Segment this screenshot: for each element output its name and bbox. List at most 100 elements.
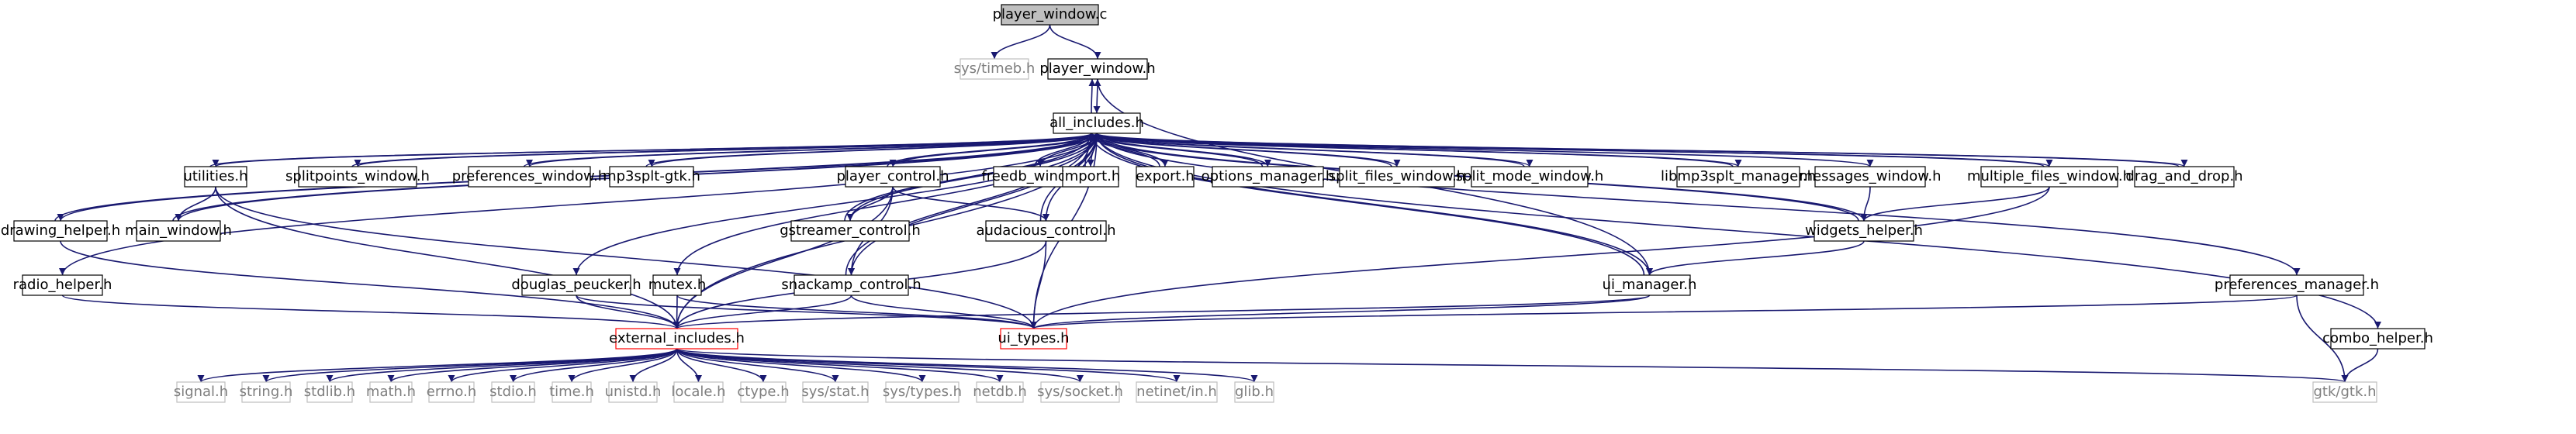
node-box	[652, 274, 702, 296]
edge-player_window_c-to-sys_timeb	[991, 24, 1051, 60]
node-box	[794, 274, 909, 296]
edge-layer	[54, 24, 2381, 383]
edge-multiple_files_window-to-ui_types	[1030, 186, 2050, 329]
edge-external_includes-to-sys_types	[676, 348, 926, 383]
node-box	[885, 381, 960, 403]
edge-ui_manager-to-all_includes	[1087, 133, 1645, 276]
node-preferences_window[interactable]: preferences_window.h	[452, 166, 607, 188]
node-ui_types[interactable]: ui_types.h	[998, 328, 1070, 350]
node-locale: locale.h	[671, 381, 726, 403]
node-libmp3splt_manager[interactable]: libmp3splt_manager.h	[1661, 166, 1816, 188]
node-player_window_h[interactable]: player_window.h	[1039, 58, 1156, 80]
node-splitpoints_window[interactable]: splitpoints_window.h	[285, 166, 430, 188]
edge-external_includes-to-time	[568, 348, 678, 383]
edge-all_includes-to-player_window_h	[1088, 78, 1096, 114]
node-import_h[interactable]: import.h	[1061, 166, 1121, 188]
node-label: ctype.h	[737, 384, 789, 400]
edge-split_files_window-to-all_includes	[1087, 133, 1392, 167]
node-box	[521, 274, 631, 296]
edge-widgets_helper-to-ui_manager	[1646, 240, 1865, 276]
node-box	[1136, 166, 1195, 188]
edge-external_includes-to-glib	[676, 348, 1258, 383]
node-netdb: netdb.h	[973, 381, 1027, 403]
node-external_includes[interactable]: external_includes.h	[609, 328, 745, 350]
node-mp3splt_gtk[interactable]: mp3splt-gtk.h	[603, 166, 700, 188]
node-stdlib: stdlib.h	[304, 381, 355, 403]
node-label: glib.h	[1235, 384, 1274, 400]
edge-external_includes-to-locale	[676, 348, 702, 383]
edge-all_includes-to-mutex	[673, 133, 1098, 276]
node-box	[176, 381, 226, 403]
node-label: split_files_window.h	[1329, 168, 1465, 184]
node-player_window_c[interactable]: player_window.c	[993, 4, 1108, 26]
node-export_h[interactable]: export.h	[1136, 166, 1195, 188]
node-label: audacious_control.h	[976, 222, 1115, 239]
node-gstreamer_control[interactable]: gstreamer_control.h	[780, 220, 921, 242]
node-box	[608, 381, 658, 403]
node-box	[369, 381, 413, 403]
edge-all_includes-to-radio_helper	[59, 133, 1098, 276]
node-label: player_window.c	[993, 6, 1108, 22]
node-box	[960, 58, 1029, 80]
edge-external_includes-to-errno	[448, 348, 678, 383]
node-label: stdlib.h	[304, 384, 355, 400]
node-options_manager[interactable]: options_manager.h	[1202, 166, 1335, 188]
node-box	[1040, 381, 1120, 403]
node-label: ui_manager.h	[1603, 277, 1697, 293]
node-split_files_window[interactable]: split_files_window.h	[1329, 166, 1465, 188]
edge-drag_and_drop-to-all_includes	[1088, 133, 2180, 167]
node-player_control[interactable]: player_control.h	[836, 166, 949, 188]
node-snackamp_control[interactable]: snackamp_control.h	[781, 274, 921, 296]
edge-ui_manager-to-ui_types	[1030, 294, 1651, 329]
node-box	[428, 381, 475, 403]
edge-external_includes-to-stdio	[510, 348, 678, 383]
node-box	[740, 381, 787, 403]
node-label: locale.h	[671, 384, 725, 400]
node-box	[1676, 166, 1800, 188]
node-label: netinet/in.h	[1136, 384, 1217, 400]
node-box	[790, 220, 910, 242]
node-split_mode_window[interactable]: split_mode_window.h	[1456, 166, 1604, 188]
node-drawing_helper[interactable]: drawing_helper.h	[1, 220, 120, 242]
edge-douglas_peucker-to-ui_types	[576, 294, 1037, 329]
node-combo_helper[interactable]: combo_helper.h	[2322, 328, 2433, 350]
edge-external_includes-to-unistd	[629, 348, 678, 383]
node-label: netdb.h	[973, 384, 1027, 400]
node-label: player_control.h	[836, 168, 949, 184]
edge-multiple_files_window-to-widgets_helper	[1860, 186, 2050, 222]
node-gtk: gtk/gtk.h	[2312, 381, 2377, 403]
node-label: all_includes.h	[1049, 115, 1144, 131]
node-ctype: ctype.h	[737, 381, 790, 403]
node-label: messages_window.h	[1799, 168, 1941, 184]
node-mutex[interactable]: mutex.h	[648, 274, 707, 296]
node-label: drawing_helper.h	[1, 222, 120, 239]
node-label: errno.h	[427, 384, 476, 400]
node-all_includes[interactable]: all_includes.h	[1049, 112, 1144, 134]
node-box	[2330, 328, 2426, 350]
node-label: snackamp_control.h	[781, 277, 921, 293]
edge-snackamp_control-to-ui_types	[850, 294, 1037, 329]
node-audacious_control[interactable]: audacious_control.h	[976, 220, 1116, 242]
node-radio_helper[interactable]: radio_helper.h	[13, 274, 112, 296]
node-label: widgets_helper.h	[1805, 222, 1923, 239]
node-box	[1136, 381, 1218, 403]
node-box	[802, 381, 869, 403]
node-box	[845, 166, 941, 188]
edge-external_includes-to-string	[262, 348, 678, 383]
node-label: preferences_manager.h	[2215, 277, 2379, 293]
node-douglas_peucker[interactable]: douglas_peucker.h	[511, 274, 641, 296]
edge-radio_helper-to-external_includes	[61, 294, 680, 329]
edge-utilities-to-ui_types	[215, 186, 1037, 329]
node-main_window[interactable]: main_window.h	[125, 220, 232, 242]
node-preferences_manager[interactable]: preferences_manager.h	[2215, 274, 2379, 296]
node-messages_window[interactable]: messages_window.h	[1799, 166, 1942, 188]
node-ui_manager[interactable]: ui_manager.h	[1603, 274, 1697, 296]
node-widgets_helper[interactable]: widgets_helper.h	[1805, 220, 1923, 242]
node-utilities[interactable]: utilities.h	[183, 166, 248, 188]
node-multiple_files_window[interactable]: multiple_files_window.h	[1967, 166, 2132, 188]
node-label: sys/socket.h	[1037, 384, 1123, 400]
node-drag_and_drop[interactable]: drag_and_drop.h	[2125, 166, 2243, 188]
edge-mp3splt_gtk-to-all_includes	[645, 133, 1095, 167]
